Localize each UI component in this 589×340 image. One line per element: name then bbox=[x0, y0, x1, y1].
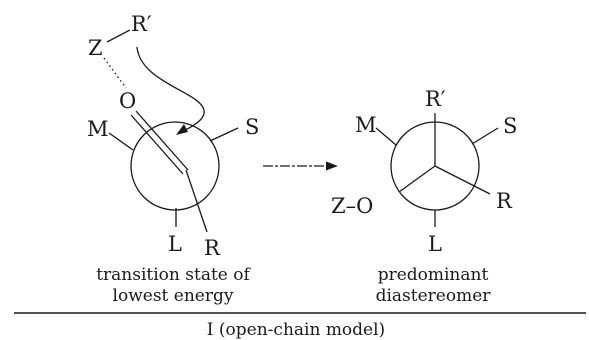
atom-l-right: L bbox=[428, 232, 442, 256]
bond-s-right bbox=[471, 127, 499, 145]
atom-l-left: L bbox=[168, 232, 182, 256]
atom-s-left: S bbox=[245, 115, 259, 139]
reaction-arrowhead bbox=[326, 161, 338, 171]
carbonyl-bond-1 bbox=[135, 110, 189, 171]
bond-s-left bbox=[209, 127, 239, 142]
migration-arrow bbox=[136, 46, 205, 134]
bond-r-right bbox=[434, 165, 491, 195]
carbonyl-bond-2 bbox=[130, 114, 184, 175]
atom-m-left: M bbox=[87, 117, 109, 141]
reaction-arrow bbox=[263, 161, 338, 171]
caption-right-line2: diastereomer bbox=[376, 286, 492, 306]
caption-left-line1: transition state of bbox=[96, 265, 251, 285]
newman-circle-left bbox=[130, 121, 220, 211]
atom-m-right: M bbox=[355, 113, 377, 137]
atom-s-right: S bbox=[503, 114, 517, 138]
atom-r-left: R bbox=[204, 236, 221, 260]
bond-zo-right bbox=[398, 165, 436, 193]
diastereomer-newman: R′ M S Z–O R L predominant diastereomer bbox=[331, 87, 517, 306]
caption-right-line1: predominant bbox=[378, 265, 489, 285]
migration-arrowhead bbox=[176, 124, 188, 135]
atom-r-right: R bbox=[496, 189, 513, 213]
bond-m-left bbox=[108, 132, 134, 151]
figure-label: I (open-chain model) bbox=[207, 320, 385, 340]
atom-rprime-right: R′ bbox=[425, 87, 446, 111]
z-o-dotted-bond bbox=[103, 57, 127, 89]
caption-left-line2: lowest energy bbox=[113, 286, 234, 306]
bond-r-left bbox=[185, 169, 208, 233]
transition-state-newman: Z R′ O M S L R transition state of lowes… bbox=[87, 12, 259, 306]
atom-o-left: O bbox=[119, 89, 136, 113]
bond-m-right bbox=[375, 127, 397, 146]
atom-rprime-left: R′ bbox=[131, 12, 152, 36]
atom-z-left: Z bbox=[88, 36, 103, 60]
z-rprime-bond bbox=[106, 29, 131, 43]
atom-zo-right: Z–O bbox=[331, 194, 373, 218]
